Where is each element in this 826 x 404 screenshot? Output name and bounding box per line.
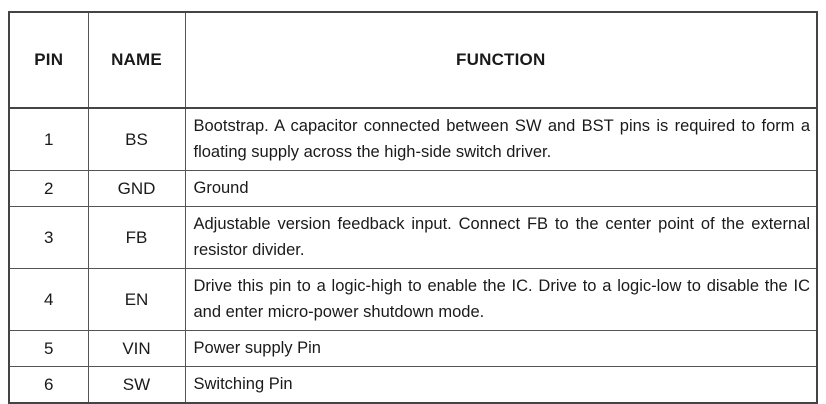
pin-number-cell: 4 — [8, 268, 89, 331]
pin-function-cell: Adjustable version feedback input. Conne… — [184, 206, 818, 269]
pin-name-cell: GND — [87, 170, 186, 207]
table-header: PIN NAME FUNCTION — [8, 11, 818, 109]
pin-number-cell: 6 — [8, 366, 89, 404]
header-name: NAME — [87, 11, 186, 109]
pin-number-cell: 5 — [8, 330, 89, 367]
pin-function-cell: Switching Pin — [184, 366, 818, 404]
header-pin: PIN — [8, 11, 89, 109]
pin-function-cell: Bootstrap. A capacitor connected between… — [184, 107, 818, 171]
table-row: 5 VIN Power supply Pin — [8, 330, 818, 367]
pin-number-cell: 3 — [8, 206, 89, 269]
table-row: 6 SW Switching Pin — [8, 366, 818, 404]
header-function: FUNCTION — [184, 11, 818, 109]
pin-function-cell: Ground — [184, 170, 818, 207]
table-row: 4 EN Drive this pin to a logic-high to e… — [8, 268, 818, 331]
table-row: 2 GND Ground — [8, 170, 818, 207]
table-row: 3 FB Adjustable version feedback input. … — [8, 206, 818, 269]
pin-function-cell: Power supply Pin — [184, 330, 818, 367]
pin-name-cell: VIN — [87, 330, 186, 367]
header-row: PIN NAME FUNCTION — [8, 11, 818, 109]
pin-name-cell: FB — [87, 206, 186, 269]
table-body: 1 BS Bootstrap. A capacitor connected be… — [8, 107, 818, 404]
pin-number-cell: 1 — [8, 107, 89, 171]
pin-name-cell: SW — [87, 366, 186, 404]
table-row: 1 BS Bootstrap. A capacitor connected be… — [8, 107, 818, 171]
pin-number-cell: 2 — [8, 170, 89, 207]
pin-function-cell: Drive this pin to a logic-high to enable… — [184, 268, 818, 331]
pin-name-cell: BS — [87, 107, 186, 171]
pin-function-table: PIN NAME FUNCTION 1 BS Bootstrap. A capa… — [8, 11, 818, 404]
pin-name-cell: EN — [87, 268, 186, 331]
